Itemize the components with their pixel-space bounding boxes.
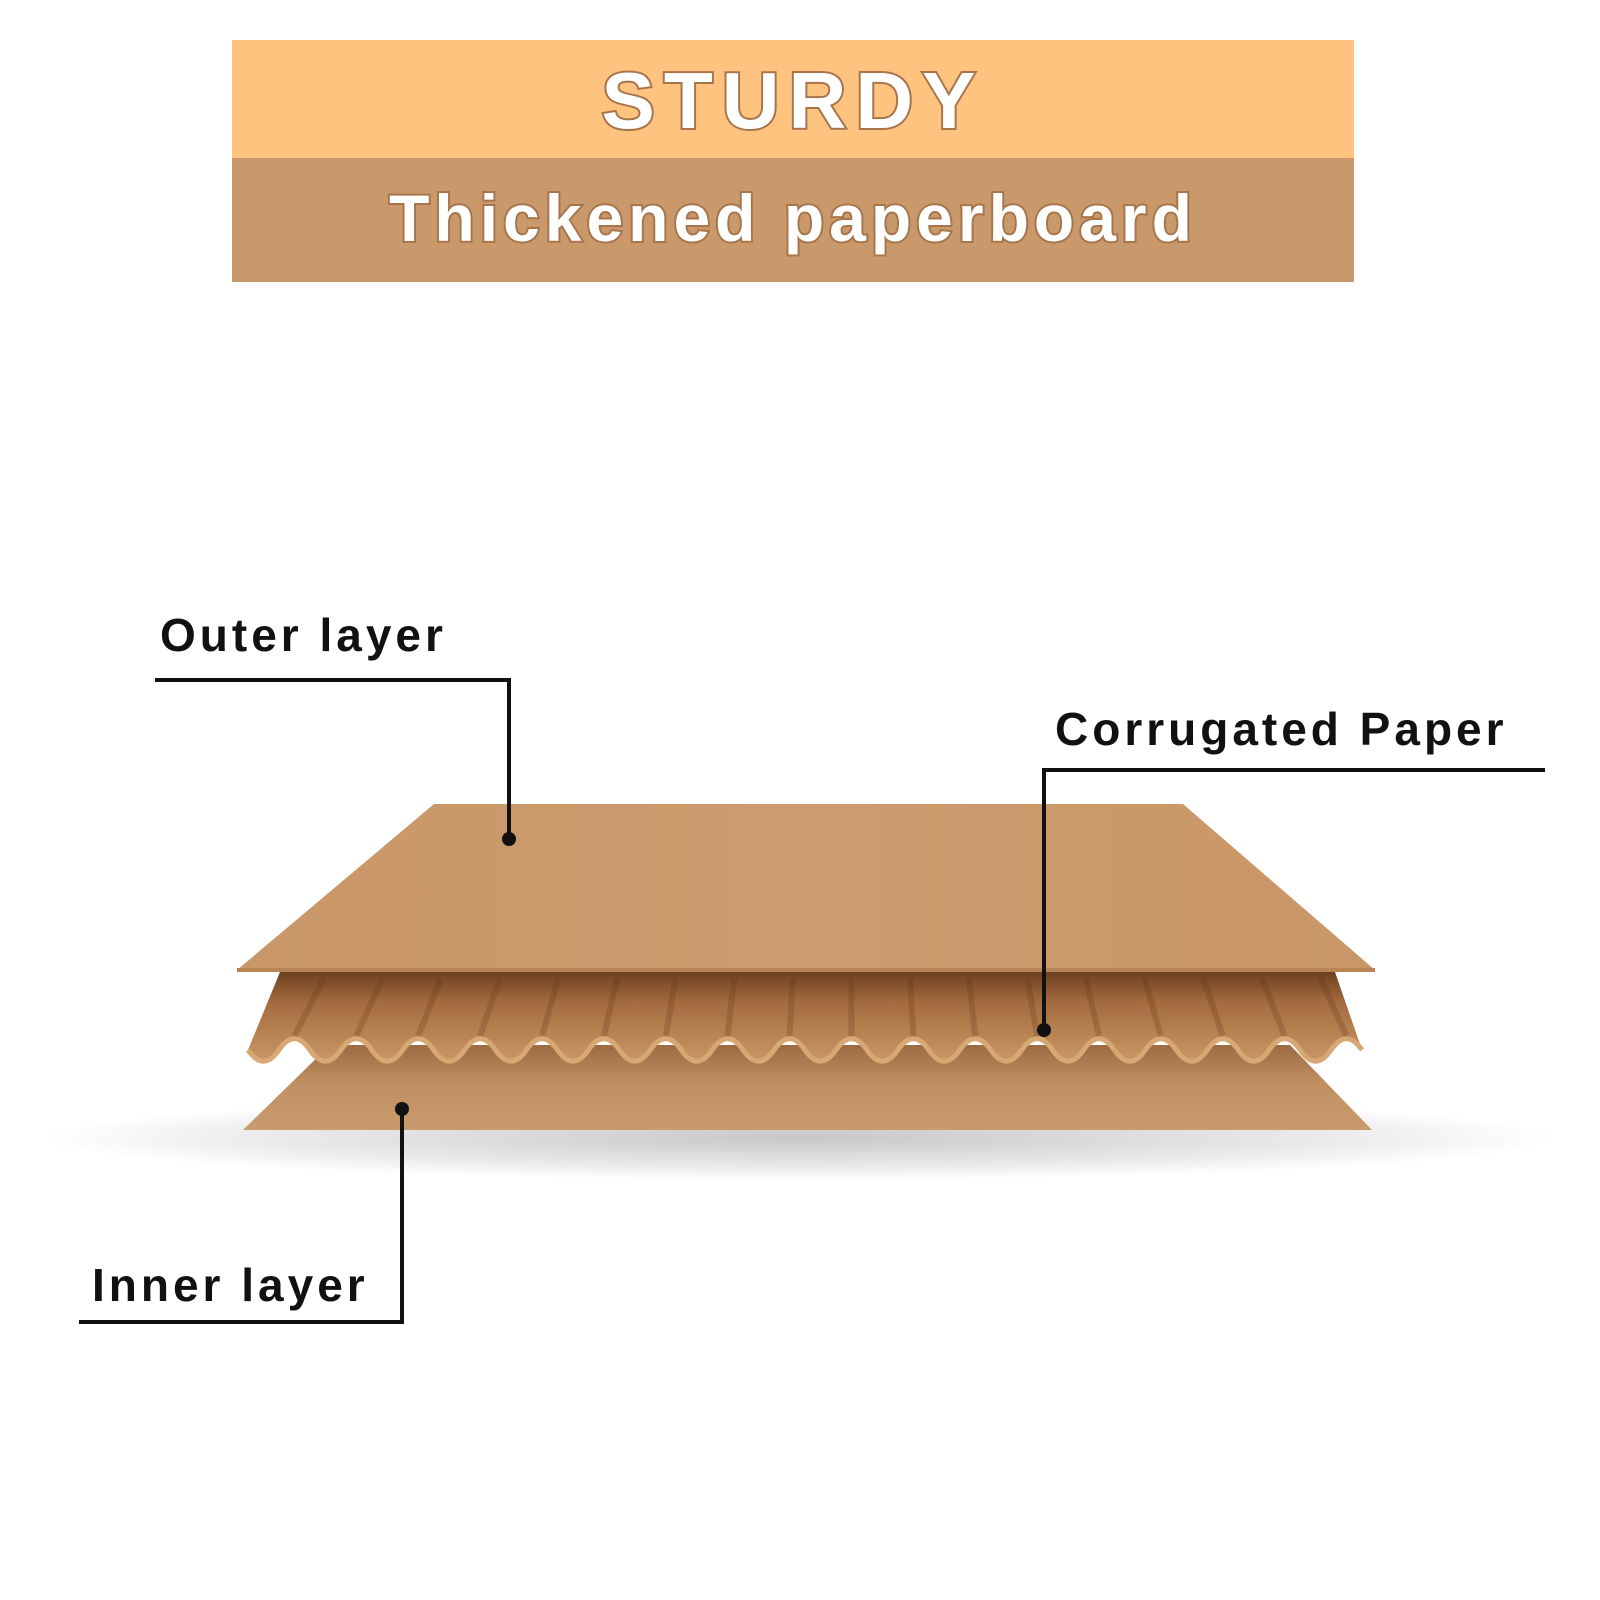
- corrugated-layer: [248, 972, 1362, 1062]
- leader-dot-outer: [502, 832, 516, 846]
- leader-line-corrugated: [1042, 768, 1545, 1030]
- header-banner-bottom: Thickened paperboard: [232, 158, 1354, 282]
- leader-dot-inner: [395, 1102, 409, 1116]
- outer-layer-sheet: [237, 804, 1375, 970]
- leader-line-outer: [155, 678, 511, 839]
- headline-title: STURDY: [600, 56, 985, 145]
- corrugated-wave-edge: [245, 1036, 1365, 1064]
- label-corrugated-paper: Corrugated Paper: [1055, 703, 1508, 755]
- headline-subtitle: Thickened paperboard: [387, 181, 1197, 255]
- label-outer-layer: Outer layer: [160, 609, 447, 661]
- corrugated-ridge-lines: [291, 976, 1350, 1038]
- inner-layer-sheet: [243, 1045, 1372, 1130]
- label-inner-layer: Inner layer: [92, 1259, 369, 1311]
- leader-dot-corrugated: [1037, 1023, 1051, 1037]
- leader-line-inner: [79, 1109, 404, 1324]
- header-banner-top: STURDY: [232, 40, 1354, 158]
